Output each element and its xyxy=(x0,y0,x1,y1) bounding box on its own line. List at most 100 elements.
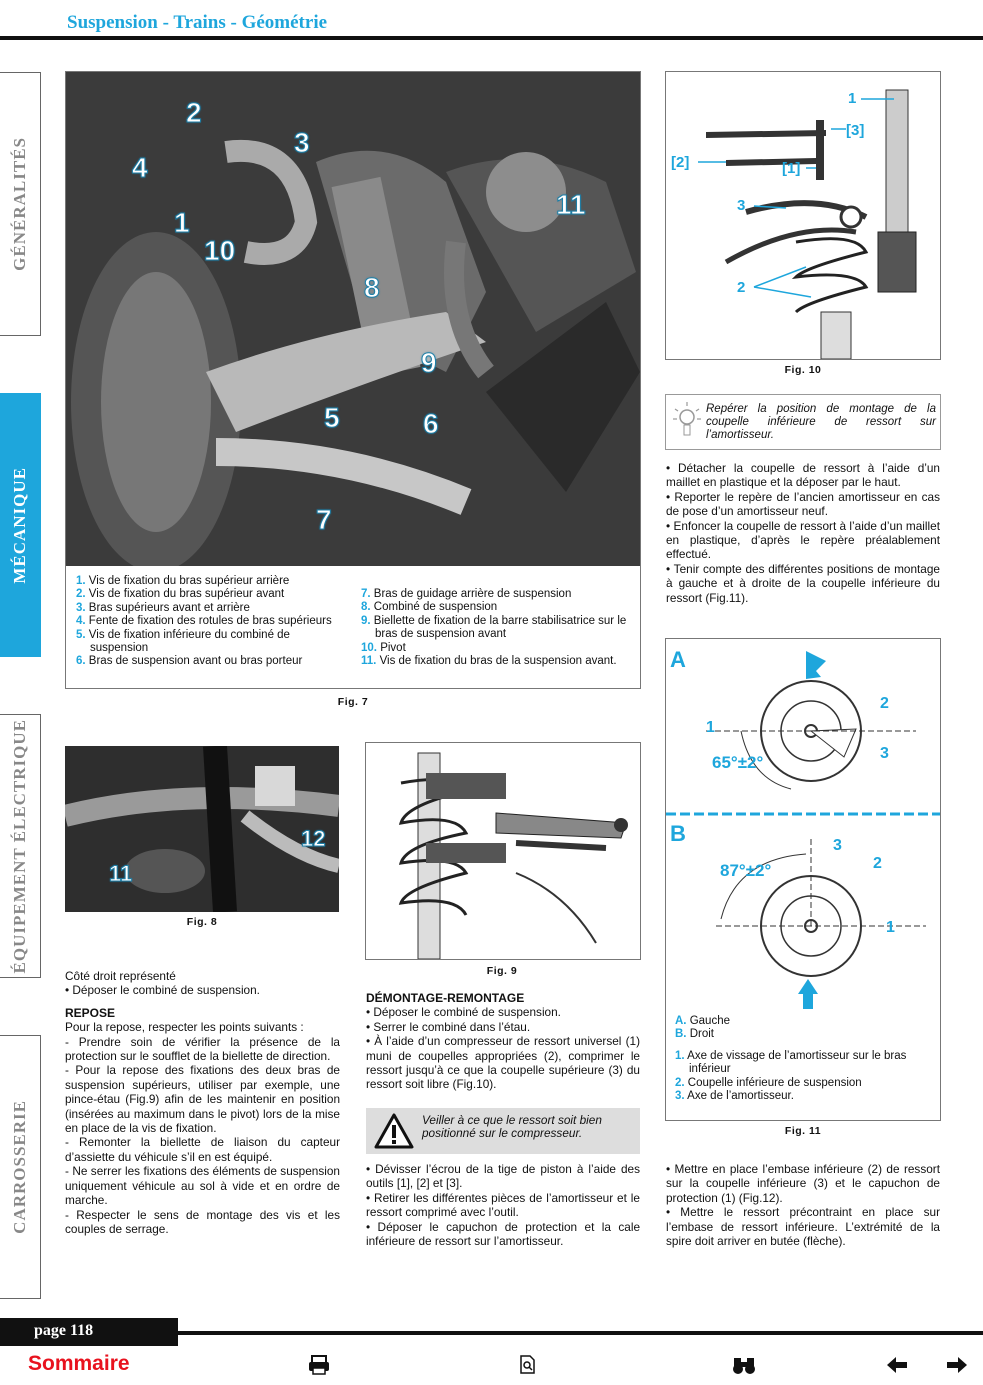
legend-item: A. Gauche xyxy=(675,1015,730,1027)
fig9-caption: Fig. 9 xyxy=(486,965,518,977)
text-paragraph: • Déposer le combiné de suspension. xyxy=(65,983,260,998)
arrow-left-icon[interactable] xyxy=(885,1354,909,1382)
fig11-b-num-1: 1 xyxy=(886,919,895,936)
fig11-b-num-3: 3 xyxy=(833,837,842,854)
spring-seat-diagram xyxy=(666,651,940,1009)
fig7-callout-7: 7 xyxy=(316,504,333,536)
text-paragraph: - Respecter le sens de montage des vis e… xyxy=(65,1207,340,1236)
tip-box: Repérer la position de montage de la cou… xyxy=(665,394,941,450)
fig11-b-num-2: 2 xyxy=(873,855,882,872)
fig7-callout-9: 9 xyxy=(421,347,438,379)
warning-box: Veiller à ce que le ressort soit bien po… xyxy=(366,1108,640,1154)
shock-absorber-drawing xyxy=(698,89,917,360)
fig8-caption: Fig. 8 xyxy=(186,916,218,928)
fig8-photo: 12 11 xyxy=(65,746,339,912)
search-page-icon[interactable] xyxy=(518,1354,538,1382)
fig10-label-2: 2 xyxy=(737,279,746,296)
text-paragraph: • Détacher la coupelle de ressort à l’ai… xyxy=(666,461,940,490)
col3-text-2: • Mettre en place l’embase inférieure (2… xyxy=(666,1162,940,1248)
section-heading-demontage: DÉMONTAGE-REMONTAGE xyxy=(366,991,525,1005)
text-paragraph: • Enfoncer la coupelle de ressort à l’ai… xyxy=(666,518,940,562)
text-paragraph: - Prendre soin de vérifier la présence d… xyxy=(65,1034,340,1064)
tab-label: MÉCANIQUE xyxy=(10,466,29,584)
legend-item: 10. Pivot xyxy=(361,641,406,654)
tab-mecanique[interactable]: MÉCANIQUE xyxy=(0,393,41,657)
fig11-frame: A B 65°±2° 87°±2° 2 1 3 3 2 1 A. Gauche … xyxy=(665,638,941,1121)
legend-item: B. Droit xyxy=(675,1028,714,1041)
fig7-callout-11: 11 xyxy=(556,189,587,221)
fig7-callout-3: 3 xyxy=(294,127,311,159)
fig11-caption: Fig. 11 xyxy=(784,1125,822,1137)
fig10-label-1: 1 xyxy=(848,90,857,107)
section-heading-repose: REPOSE xyxy=(65,1005,116,1020)
fig11-a-num-2: 2 xyxy=(880,695,889,712)
fig7-callout-5: 5 xyxy=(324,402,341,434)
fig7-callout-4: 4 xyxy=(132,152,149,184)
fig11-label-a: A xyxy=(670,647,686,672)
fig7-legend-right: 7. Bras de guidage arrière de suspension… xyxy=(361,588,631,668)
legend-item: 4. Fente de fixation des rotules de bras… xyxy=(76,615,332,628)
fig11-legend: A. Gauche B. Droit 1. Axe de vissage de … xyxy=(675,1015,933,1103)
col1-text: Côté droit représenté • Déposer le combi… xyxy=(65,969,340,1236)
col3-text: • Détacher la coupelle de ressort à l’ai… xyxy=(666,461,940,605)
fig7-callout-8: 8 xyxy=(364,272,381,304)
text-paragraph: • Serrer le combiné dans l’étau. xyxy=(366,1019,531,1034)
fig10-label-3: 3 xyxy=(737,197,746,214)
tab-carrosserie[interactable]: CARROSSERIE xyxy=(0,1035,41,1299)
tab-label: CARROSSERIE xyxy=(10,1100,29,1234)
lightbulb-icon xyxy=(673,402,701,436)
legend-item: 5. Vis de fixation inférieure du combiné… xyxy=(76,628,290,655)
tab-equipement-electrique[interactable]: ÉQUIPEMENT ÉLECTRIQUE xyxy=(0,714,41,978)
warning-icon xyxy=(374,1113,414,1149)
fig7-callout-1: 1 xyxy=(174,207,191,239)
warning-text: Veiller à ce que le ressort soit bien po… xyxy=(422,1113,602,1140)
spring-compressor-drawing xyxy=(398,752,628,960)
text-paragraph: • Déposer le capuchon de protection et l… xyxy=(366,1219,640,1249)
col2-text: DÉMONTAGE-REMONTAGE • Déposer le combiné… xyxy=(366,991,640,1092)
footer-rule xyxy=(0,1331,983,1335)
text-paragraph: Côté droit représenté xyxy=(65,969,176,983)
arrow-right-icon[interactable] xyxy=(945,1354,969,1382)
fig10-caption: Fig. 10 xyxy=(784,364,822,376)
sommaire-link[interactable]: Sommaire xyxy=(28,1352,130,1375)
text-paragraph: • À l’aide d’un compresseur de ressort u… xyxy=(366,1034,640,1092)
fig10-label-2-bracket: [2] xyxy=(671,154,690,171)
page-title: Suspension - Trains - Géométrie xyxy=(67,12,328,33)
legend-item: 2. Coupelle inférieure de suspension xyxy=(675,1076,862,1089)
page-number: page 118 xyxy=(34,1322,94,1339)
text-paragraph: • Reporter le repère de l’ancien amortis… xyxy=(666,489,940,519)
legend-item: 1. Axe de vissage de l’amortisseur sur l… xyxy=(675,1049,907,1076)
fig9-frame xyxy=(365,742,641,960)
header-rule xyxy=(0,36,983,40)
text-paragraph: • Mettre le ressort précontraint en plac… xyxy=(666,1205,940,1249)
tab-label: ÉQUIPEMENT ÉLECTRIQUE xyxy=(10,718,29,974)
text-paragraph: - Pour la repose des fixations des deux … xyxy=(65,1063,340,1136)
fig11-a-num-3: 3 xyxy=(880,745,889,762)
text-paragraph: • Mettre en place l’embase inférieure (2… xyxy=(666,1162,940,1205)
legend-item: 11. Vis de fixation du bras de la suspen… xyxy=(361,655,617,668)
fig7-callout-2: 2 xyxy=(186,97,203,129)
tip-text: Repérer la position de montage de la cou… xyxy=(706,403,936,442)
printer-icon[interactable] xyxy=(307,1354,331,1382)
fig7-callout-10: 10 xyxy=(203,235,236,267)
fig7-callout-6: 6 xyxy=(423,408,440,440)
fig11-label-b: B xyxy=(670,821,686,846)
fig11-angle-b: 87°±2° xyxy=(720,861,772,880)
fig7-frame: 2 3 4 1 10 11 8 9 5 6 7 1. Vis de fixati… xyxy=(65,71,641,689)
fig7-legend-left: 1. Vis de fixation du bras supérieur arr… xyxy=(76,575,346,669)
fig7-photo: 2 3 4 1 10 11 8 9 5 6 7 xyxy=(66,72,640,566)
tab-generalites[interactable]: GÉNÉRALITÉS xyxy=(0,72,41,336)
text-paragraph: • Déposer le combiné de suspension. xyxy=(366,1005,561,1020)
fig8-callout-12: 12 xyxy=(300,826,326,852)
legend-item: 2. Vis de fixation du bras supérieur ava… xyxy=(76,588,285,601)
binoculars-icon[interactable] xyxy=(731,1354,757,1382)
fig10-label-3-bracket: [3] xyxy=(846,122,865,139)
text-paragraph: - Ne serrer les fixations des éléments d… xyxy=(65,1164,340,1208)
text-paragraph: • Dévisser l’écrou de la tige de piston … xyxy=(366,1162,640,1191)
suspension-photo xyxy=(66,72,640,566)
legend-item: 9. Biellette de fixation de la barre sta… xyxy=(361,614,627,641)
fig8-image xyxy=(65,746,339,912)
text-paragraph: - Remonter la biellette de liaison du ca… xyxy=(65,1135,340,1164)
legend-item: 7. Bras de guidage arrière de suspension xyxy=(361,588,572,600)
fig10-frame: 1 [3] [2] [1] 3 2 xyxy=(665,71,941,360)
